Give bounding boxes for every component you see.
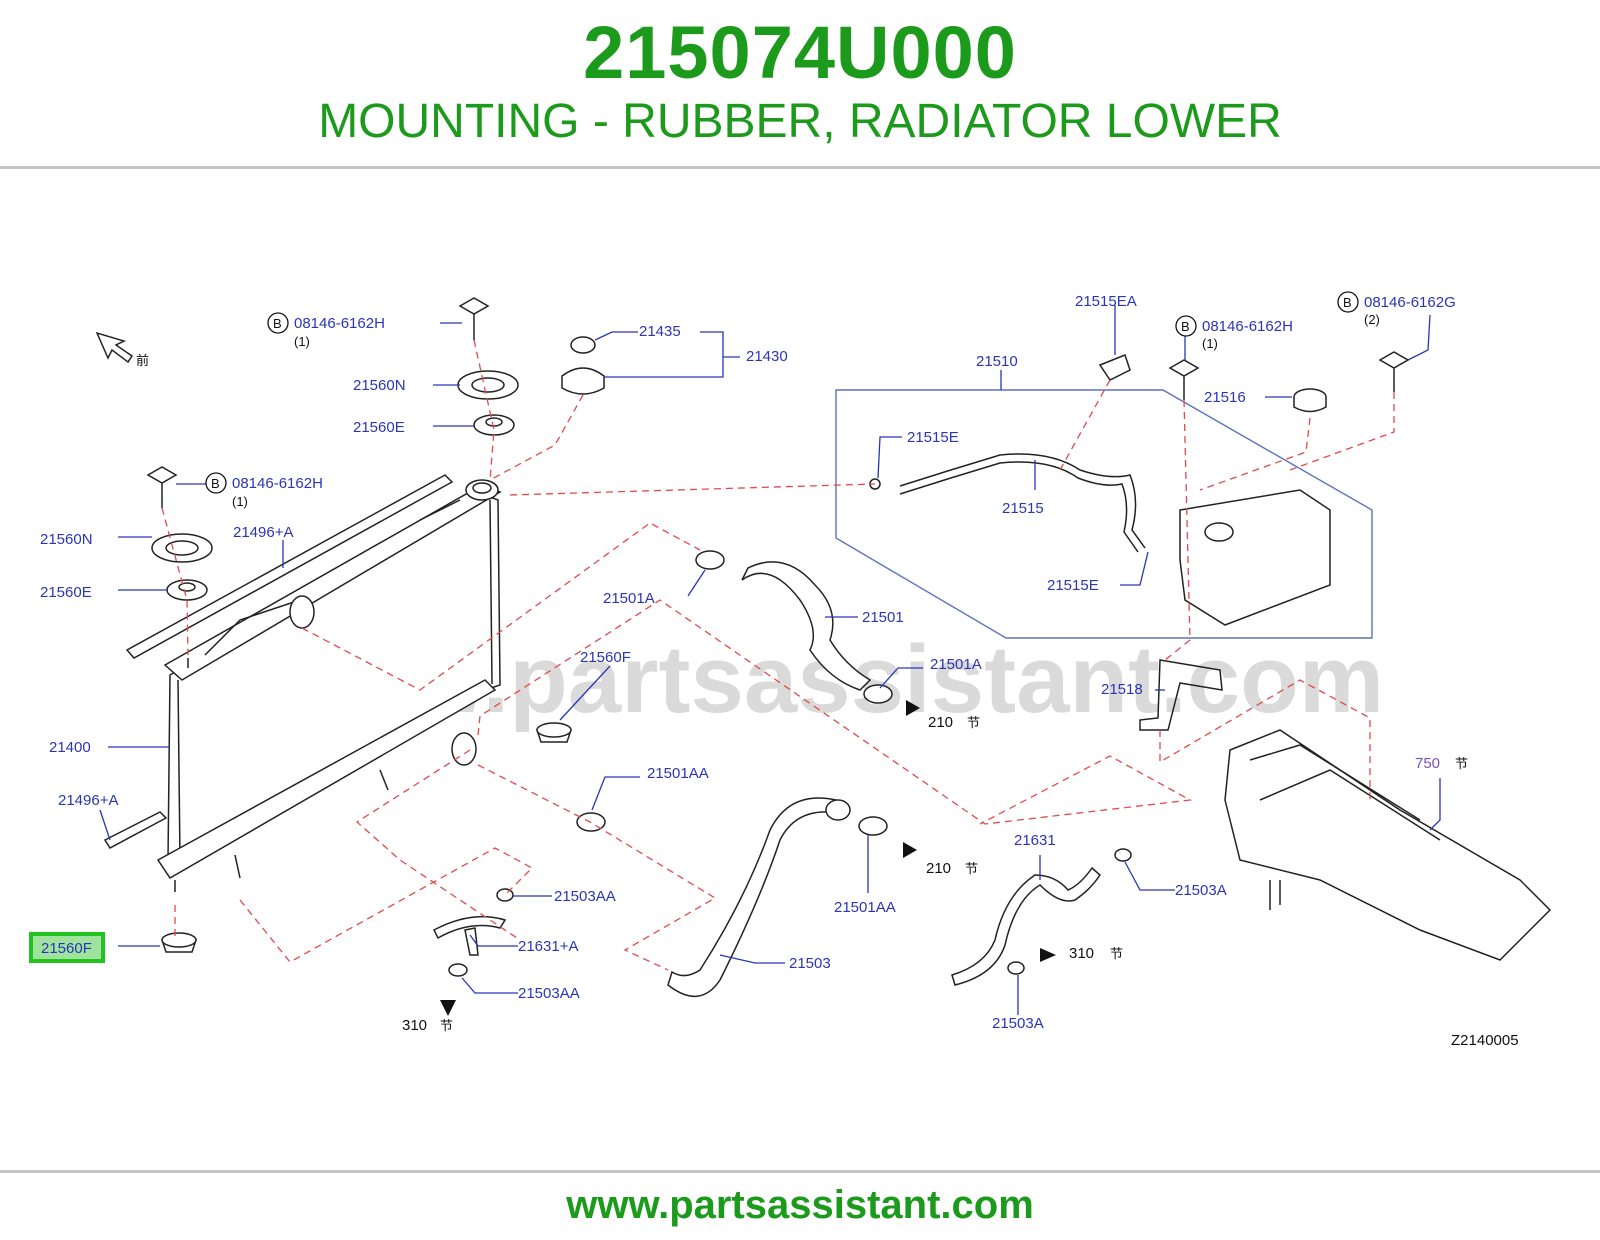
label-21560e: 21560E <box>353 419 405 436</box>
section-mark: 节 <box>967 715 980 730</box>
label-21560f: 21560F <box>41 940 92 957</box>
label-21503aa: 21503AA <box>518 985 580 1002</box>
label-21503a: 21503A <box>992 1015 1044 1032</box>
ref-310[interactable]: 310 <box>402 1017 427 1034</box>
hose-21631a <box>433 888 514 977</box>
part-description: MOUNTING - RUBBER, RADIATOR LOWER <box>318 95 1282 148</box>
bracket-21560n-left <box>151 533 213 563</box>
rubber-21560f-mid <box>535 722 573 743</box>
label-21496a: 21496+A <box>233 524 293 541</box>
bolt-icon <box>1378 351 1410 392</box>
label-21400: 21400 <box>49 739 91 756</box>
reservoir-cap <box>1293 388 1327 413</box>
label-qty: (1) <box>1202 336 1218 351</box>
label-21501: 21501 <box>862 609 904 626</box>
label-bolt-08146-6162h: 08146-6162H <box>232 475 323 492</box>
label-21560n: 21560N <box>40 531 93 548</box>
label-21560e: 21560E <box>40 584 92 601</box>
label-21435: 21435 <box>639 323 681 340</box>
label-21631a: 21631+A <box>518 938 578 955</box>
label-21503: 21503 <box>789 955 831 972</box>
part-number: 215074U000 <box>583 11 1017 94</box>
hose-21503 <box>576 797 888 998</box>
bolt-icon <box>1168 359 1200 400</box>
section-mark: 节 <box>965 861 978 876</box>
bolt-icon <box>146 466 178 508</box>
highlighted-part-21560f[interactable]: 21560F <box>29 932 105 963</box>
footer-url[interactable]: www.partsassistant.com <box>566 1183 1034 1227</box>
diagram-code: Z2140005 <box>1451 1032 1519 1049</box>
label-21515ea: 21515EA <box>1075 293 1137 310</box>
ref-750[interactable]: 750 <box>1415 755 1440 772</box>
label-bolt-08146-6162h: 08146-6162H <box>294 315 385 332</box>
label-21496a: 21496+A <box>58 792 118 809</box>
ref-310[interactable]: 310 <box>1069 945 1094 962</box>
page-header: 215074U000 MOUNTING - RUBBER, RADIATOR L… <box>0 0 1600 168</box>
label-21430: 21430 <box>746 348 788 365</box>
parts-diagram: www.partsassistant.com 前 <box>29 291 1552 1049</box>
bracket-21560n-top <box>457 370 519 400</box>
label-bolt-08146-6162g: 08146-6162G <box>1364 294 1456 311</box>
svg-text:B: B <box>211 476 220 491</box>
label-21503aa: 21503AA <box>554 888 616 905</box>
label-21560f: 21560F <box>580 649 631 666</box>
rubber-21560e-left <box>166 579 208 601</box>
bracket-21518 <box>1139 659 1223 731</box>
label-21501a: 21501A <box>603 590 655 607</box>
front-mark: 前 <box>136 353 149 368</box>
clip-21515ea <box>1098 354 1131 381</box>
arrow-310-1 <box>440 1000 456 1016</box>
bolt-badge: B <box>267 312 289 334</box>
label-qty: (1) <box>232 494 248 509</box>
rubber-21560e-top <box>473 414 515 436</box>
label-21501a: 21501A <box>930 656 982 673</box>
svg-text:B: B <box>273 316 282 331</box>
arrow-210-1 <box>906 700 920 716</box>
body-frame-750 <box>1224 729 1552 961</box>
label-21631: 21631 <box>1014 832 1056 849</box>
assembly-lines <box>161 339 1395 971</box>
label-21510: 21510 <box>976 353 1018 370</box>
bolt-badge: B <box>1175 315 1197 337</box>
svg-text:B: B <box>1181 319 1190 334</box>
ref-210[interactable]: 210 <box>926 860 951 877</box>
bolt-icon <box>458 297 490 340</box>
section-mark: 节 <box>1110 946 1123 961</box>
section-mark: 节 <box>1455 756 1468 771</box>
reservoir-tank <box>1179 489 1331 626</box>
footer-divider <box>0 1170 1600 1173</box>
label-21516: 21516 <box>1204 389 1246 406</box>
leader-lines <box>99 305 1441 1015</box>
label-21518: 21518 <box>1101 681 1143 698</box>
arrow-210-2 <box>903 842 917 858</box>
hose-21631 <box>951 848 1132 986</box>
label-21501aa: 21501AA <box>647 765 709 782</box>
label-qty: (2) <box>1364 312 1380 327</box>
front-arrow-icon: 前 <box>95 331 149 368</box>
radiator-assembly <box>103 474 502 892</box>
radiator-cap <box>561 336 605 395</box>
label-21515e: 21515E <box>907 429 959 446</box>
ref-210[interactable]: 210 <box>928 714 953 731</box>
label-21515: 21515 <box>1002 500 1044 517</box>
bolt-badge: B <box>205 472 227 494</box>
rubber-21560f-left <box>160 932 198 953</box>
arrow-310-2 <box>1040 948 1056 962</box>
bolt-badge: B <box>1337 291 1359 313</box>
label-21515e: 21515E <box>1047 577 1099 594</box>
label-21501aa: 21501AA <box>834 899 896 916</box>
label-21503a: 21503A <box>1175 882 1227 899</box>
svg-text:B: B <box>1343 295 1352 310</box>
label-21560n: 21560N <box>353 377 406 394</box>
header-divider <box>0 166 1600 169</box>
reservoir-box <box>835 389 1373 639</box>
label-bolt-08146-6162h: 08146-6162H <box>1202 318 1293 335</box>
hose-21501 <box>695 550 893 704</box>
section-mark: 节 <box>440 1018 453 1033</box>
label-qty: (1) <box>294 334 310 349</box>
